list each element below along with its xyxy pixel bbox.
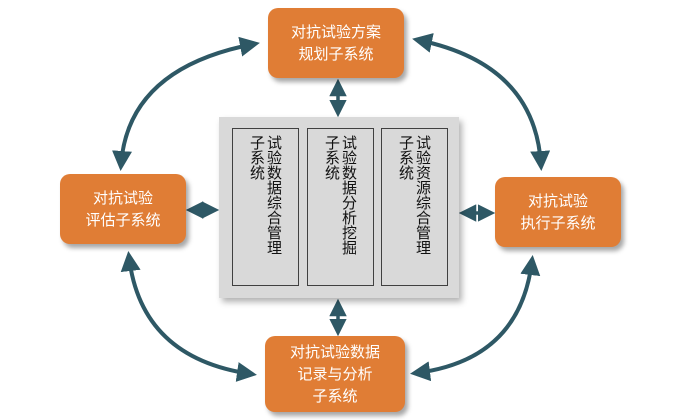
curved-arrow-plan-eval: [112, 36, 260, 171]
center-management-panel: 试验数据综合管理 子系统 试验数据分析挖掘 子系统 试验资源综合管理 子系统: [219, 117, 459, 298]
data-management-suffix: 子系统: [248, 135, 266, 180]
plan-node-line-1: 对抗试验方案: [290, 23, 381, 41]
curved-arrow-exec-record: [410, 255, 541, 382]
record-node-line-3: 子系统: [312, 387, 358, 405]
eval-node-line-1: 对抗试验: [92, 189, 153, 207]
eval-node-line-2: 评估子系统: [85, 211, 161, 229]
record-analysis-subsystem-node: 对抗试验数据 记录与分析 子系统: [265, 336, 405, 412]
resource-management-suffix: 子系统: [397, 135, 415, 180]
record-node-line-1: 对抗试验数据: [289, 343, 380, 361]
data-mining-suffix: 子系统: [323, 135, 341, 180]
data-management-title: 试验数据综合管理: [265, 135, 283, 255]
data-management-subsystem-box: 试验数据综合管理 子系统: [232, 128, 299, 286]
exec-node-line-1: 对抗试验: [527, 192, 588, 210]
evaluation-subsystem-node: 对抗试验 评估子系统: [60, 174, 186, 244]
data-mining-title: 试验数据分析挖掘: [340, 135, 358, 255]
resource-management-subsystem-box: 试验资源综合管理 子系统: [381, 128, 448, 286]
execution-subsystem-node: 对抗试验 执行子系统: [495, 177, 621, 247]
curved-arrow-eval-record: [120, 251, 257, 382]
data-mining-subsystem-box: 试验数据分析挖掘 子系统: [307, 128, 374, 286]
exec-node-line-2: 执行子系统: [520, 214, 596, 232]
plan-subsystem-node: 对抗试验方案 规划子系统: [268, 8, 404, 78]
resource-management-title: 试验资源综合管理: [414, 135, 432, 255]
plan-node-line-2: 规划子系统: [298, 45, 374, 63]
curved-arrow-plan-exec: [412, 33, 551, 171]
record-node-line-2: 记录与分析: [297, 365, 373, 383]
